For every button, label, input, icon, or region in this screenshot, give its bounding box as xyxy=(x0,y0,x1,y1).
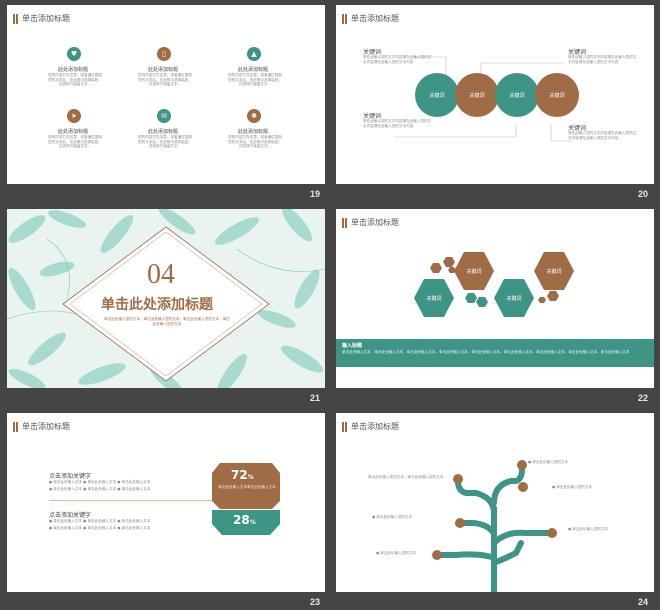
title-text: 单击添加标题 xyxy=(351,422,399,431)
keyword-circle: 关键词 xyxy=(495,73,539,117)
title-bars xyxy=(342,421,347,432)
keyword-circle: 关键词 xyxy=(455,73,499,117)
connector-lines xyxy=(394,56,572,142)
slide-title: 单击添加标题 xyxy=(342,217,399,228)
title-bars xyxy=(13,421,18,432)
pct-value: 28 xyxy=(233,513,250,527)
hex-label: 关键词 xyxy=(426,295,442,302)
slide-19[interactable]: 单击添加标题 ♥此处添加标题您的内容打在这里，或者通过复制您的文本后，在此框中选… xyxy=(7,5,325,184)
leaf-note: ● 单击此处输入您的文本 xyxy=(568,527,609,531)
band-body: 单击此处输入文本，单击此处输入文本，单击此处输入文本，单击此处输入文本，单击此处… xyxy=(342,350,630,354)
section-subtitle: 单击此处输入您的文本，单击此处输入您的文本，单击此处输入您的文本，单击此处输入您… xyxy=(104,317,230,326)
title-text: 单击添加标题 xyxy=(22,14,70,23)
title-bars xyxy=(342,217,347,228)
item-body: 您的内容打在这里，或者通过复制您的文本后，在此框中选择粘贴，并选择只保留文字。 xyxy=(48,73,102,86)
phone-icon: ▯ xyxy=(157,47,171,61)
item-title: 此处添加标题 xyxy=(148,67,179,73)
item-body: 您的内容打在这里，或者通过复制您的文本后，在此框中选择粘贴，并选择只保留文字。 xyxy=(228,73,282,86)
percentage-hexagons xyxy=(212,463,280,535)
bullet-row: ● 单击此处输入文本 ● 单击此处输入文本 ● 单击此处输入文本 xyxy=(49,526,151,530)
keyword-heading: 点击添加关键字 xyxy=(49,473,92,480)
tree-diagram xyxy=(432,460,557,592)
hex-label: 关键词 xyxy=(506,295,522,302)
pct-note: 单击此处输入文本单击此处输入文本 xyxy=(218,485,276,489)
percentage-28: 28% xyxy=(233,513,256,527)
slide-number: 19 xyxy=(310,189,321,199)
keyword-label: 关键词 xyxy=(568,49,587,56)
hex-label: 关键词 xyxy=(546,268,562,275)
leaf-pattern-background xyxy=(7,209,325,388)
keyword-body: 请在此输入您的文字内容请在此输入您的文字内容请在此输入您的文字内容 xyxy=(363,55,432,64)
keyword-body: 请在此输入您的文字内容请在此输入您的文字内容请在此输入您的文字内容 xyxy=(568,131,637,140)
title-text: 单击添加标题 xyxy=(22,422,70,431)
slide-number: 24 xyxy=(638,597,649,607)
item-body: 您的内容打在这里，或者通过复制您的文本后，在此框中选择粘贴，并选择只保留文字。 xyxy=(48,135,102,148)
leaf-note: ● 单击此处输入您的文本 xyxy=(528,460,569,464)
pct-value: 72 xyxy=(231,468,248,482)
slide-number: 20 xyxy=(638,189,649,199)
keyword-heading: 点击添加关键字 xyxy=(49,512,92,519)
hex-label: 关键词 xyxy=(466,268,482,275)
title-bars xyxy=(13,13,18,24)
envelope-icon: ✉ xyxy=(157,109,171,123)
slide-number: 23 xyxy=(310,597,321,607)
percentage-72: 72% xyxy=(231,468,254,482)
bullet-row: ● 单击此处输入文本 ● 单击此处输入文本 ● 单击此处输入文本 xyxy=(49,519,151,523)
slide-number: 22 xyxy=(638,393,649,403)
section-title: 单击此处添加标题 xyxy=(101,297,213,313)
leaf-note: ● 单击此处输入您的文本 xyxy=(376,551,417,555)
slide-number: 21 xyxy=(310,393,321,403)
item-body: 您的内容打在这里，或者通过复制您的文本后，在此框中选择粘贴，并选择只保留文字。 xyxy=(138,135,192,148)
slide-21[interactable]: 04 单击此处添加标题 单击此处输入您的文本，单击此处输入您的文本，单击此处输入… xyxy=(7,209,325,388)
item-title: 此处添加标题 xyxy=(148,129,179,135)
keyword-circle: 关键词 xyxy=(415,73,459,117)
pct-sign: % xyxy=(249,519,256,526)
diamond-frame xyxy=(62,226,270,382)
title-text: 单击添加标题 xyxy=(351,218,399,227)
slide-23[interactable]: 单击添加标题 点击添加关键字 ● 单击此处输入文本 ● 单击此处输入文本 ● 单… xyxy=(7,413,325,592)
leaf-note: 单击此处输入您的文本，单击此处输入您的文本 xyxy=(368,475,444,479)
slide-title: 单击添加标题 xyxy=(13,13,70,24)
item-body: 您的内容打在这里，或者通过复制您的文本后，在此框中选择粘贴，并选择只保留文字。 xyxy=(228,135,282,148)
keyword-label: 关键词 xyxy=(568,125,587,132)
item-body: 您的内容打在这里，或者通过复制您的文本后，在此框中选择粘贴，并选择只保留文字。 xyxy=(138,73,192,86)
leaf-note: ● 单击此处输入您的文本 xyxy=(552,485,593,489)
slide-title: 单击添加标题 xyxy=(342,421,399,432)
keyword-circle: 关键词 xyxy=(535,73,579,117)
bullet-row: ● 单击此处输入文本 ● 单击此处输入文本 ● 单击此处输入文本 xyxy=(49,480,151,484)
title-bars xyxy=(342,13,347,24)
keyword-body: 请在此输入您的文字内容请在此输入您的文字内容请在此输入您的文字内容 xyxy=(363,119,432,128)
item-title: 此处添加标题 xyxy=(238,129,269,135)
slide-title: 单击添加标题 xyxy=(342,13,399,24)
keyword-label: 关键词 xyxy=(363,49,382,56)
slide-title: 单击添加标题 xyxy=(13,421,70,432)
leaf-note: ● 单击此处输入您的文本 xyxy=(372,515,413,519)
band-title: 输入标题 xyxy=(342,343,363,349)
title-text: 单击添加标题 xyxy=(351,14,399,23)
text-band: 输入标题 单击此处输入文本，单击此处输入文本，单击此处输入文本，单击此处输入文本… xyxy=(336,339,654,367)
paper-plane-icon: ➤ xyxy=(67,109,81,123)
hexagon-cluster xyxy=(414,252,574,317)
keyword-body: 请在此输入您的文字内容请在此输入您的文字内容请在此输入您的文字内容 xyxy=(568,55,637,64)
pct-sign: % xyxy=(247,474,254,481)
heart-icon: ♥ xyxy=(67,47,81,61)
slide-22[interactable]: 单击添加标题 关键词 关键词 关键词 关键词 输入标题 单击此处输入文本，单击此… xyxy=(336,209,654,388)
keyword-label: 关键词 xyxy=(363,113,382,120)
aperture-icon: ✺ xyxy=(247,109,261,123)
slide-24[interactable]: 单击添加标题 单击此处输入您的文本，单击此处输入您的文本 ● 单击此处输入您的文… xyxy=(336,413,654,592)
slide-20[interactable]: 单击添加标题 关键词 请在此输入您的文字内容请在此输入您的文字内容请在此输入您的… xyxy=(336,5,654,184)
divider-line xyxy=(49,500,214,501)
graduation-cap-icon: ▲ xyxy=(247,47,261,61)
item-title: 此处添加标题 xyxy=(58,67,89,73)
item-title: 此处添加标题 xyxy=(58,129,89,135)
bullet-row: ● 单击此处输入文本 ● 单击此处输入文本 ● 单击此处输入文本 xyxy=(49,487,151,491)
section-number: 04 xyxy=(147,259,175,290)
item-title: 此处添加标题 xyxy=(238,67,269,73)
